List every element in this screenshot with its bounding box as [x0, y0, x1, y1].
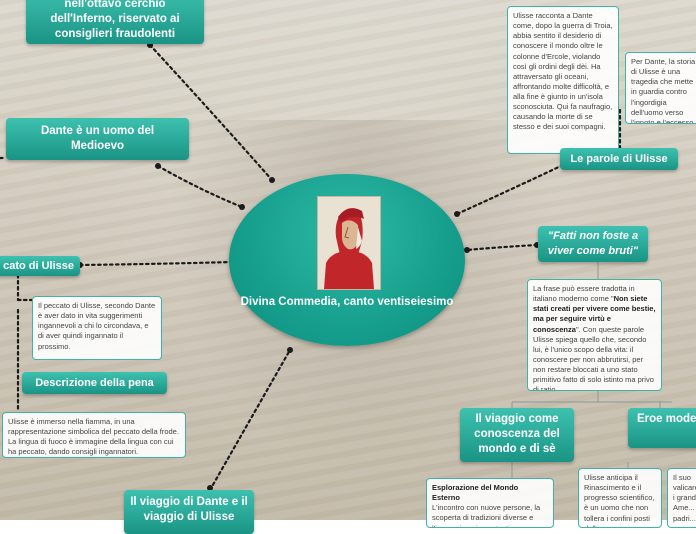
dante-portrait — [317, 196, 381, 290]
topic-peccato-ulisse-label: cato di Ulisse — [3, 259, 74, 272]
link-inferno — [148, 43, 274, 182]
topic-parole-ulisse[interactable]: Le parole di Ulisse — [560, 148, 678, 170]
topic-viaggio-dante[interactable]: Il viaggio di Dante e il viaggio di Ulis… — [124, 490, 254, 534]
topic-peccato-ulisse[interactable]: cato di Ulisse — [0, 256, 80, 276]
link-viaggio-dante — [208, 348, 292, 492]
topic-dante-medioevo[interactable]: Dante è un uomo del Medioevo — [6, 118, 189, 160]
link-peccato-note — [16, 273, 34, 302]
link-medioevo — [156, 164, 244, 209]
topic-dante-medioevo-label: Dante è un uomo del Medioevo — [40, 125, 155, 152]
topic-fatti-non-foste-label: "Fatti non foste a viver come bruti" — [547, 230, 639, 257]
topic-ottavo-cerchio-label: nell'ottavo cerchio dell'Inferno, riserv… — [50, 0, 180, 41]
note-ulisse-racconta: Ulisse racconta a Dante come, dopo la gu… — [507, 6, 619, 154]
note-per-dante: Per Dante, la storia di Ulisse è una tra… — [625, 52, 696, 124]
topic-descrizione-pena-label: Descrizione della pena — [35, 376, 154, 389]
link-peccato — [78, 260, 234, 267]
topic-descrizione-pena[interactable]: Descrizione della pena — [22, 372, 167, 394]
connection-lines — [0, 42, 672, 492]
link-fatti — [465, 243, 539, 252]
note-esplorazione: Esplorazione del Mondo Esterno L'incontr… — [426, 478, 554, 528]
note-pena: Ulisse è immerso nella fiamma, in una ra… — [2, 412, 186, 458]
note-rinascimento: Ulisse anticipa il Rinascimento e il pro… — [578, 468, 662, 528]
central-topic-title: Divina Commedia, canto ventiseiesimo — [240, 296, 454, 308]
topic-eroe-moderno[interactable]: Eroe moderno — [628, 408, 696, 448]
topic-fatti-non-foste[interactable]: "Fatti non foste a viver come bruti" — [538, 226, 648, 262]
note-frase-tradotta: La frase può essere tradotta in italiano… — [527, 279, 662, 391]
topic-parole-ulisse-label: Le parole di Ulisse — [570, 152, 668, 165]
topic-ottavo-cerchio[interactable]: nell'ottavo cerchio dell'Inferno, riserv… — [26, 0, 204, 44]
topic-eroe-moderno-label: Eroe moderno — [637, 413, 696, 425]
central-topic[interactable]: Divina Commedia, canto ventiseiesimo — [229, 174, 465, 346]
link-parole — [455, 163, 565, 216]
topic-viaggio-conoscenza[interactable]: Il viaggio come conoscenza del mondo e d… — [460, 408, 574, 462]
note-peccato: Il peccato di Ulisse, secondo Dante è av… — [32, 296, 162, 360]
topic-viaggio-dante-label: Il viaggio di Dante e il viaggio di Ulis… — [130, 496, 248, 523]
topic-viaggio-conoscenza-label: Il viaggio come conoscenza del mondo e d… — [474, 413, 560, 455]
note-eroe-right: Il suo valicare i grandi Ame... padri... — [667, 468, 696, 528]
